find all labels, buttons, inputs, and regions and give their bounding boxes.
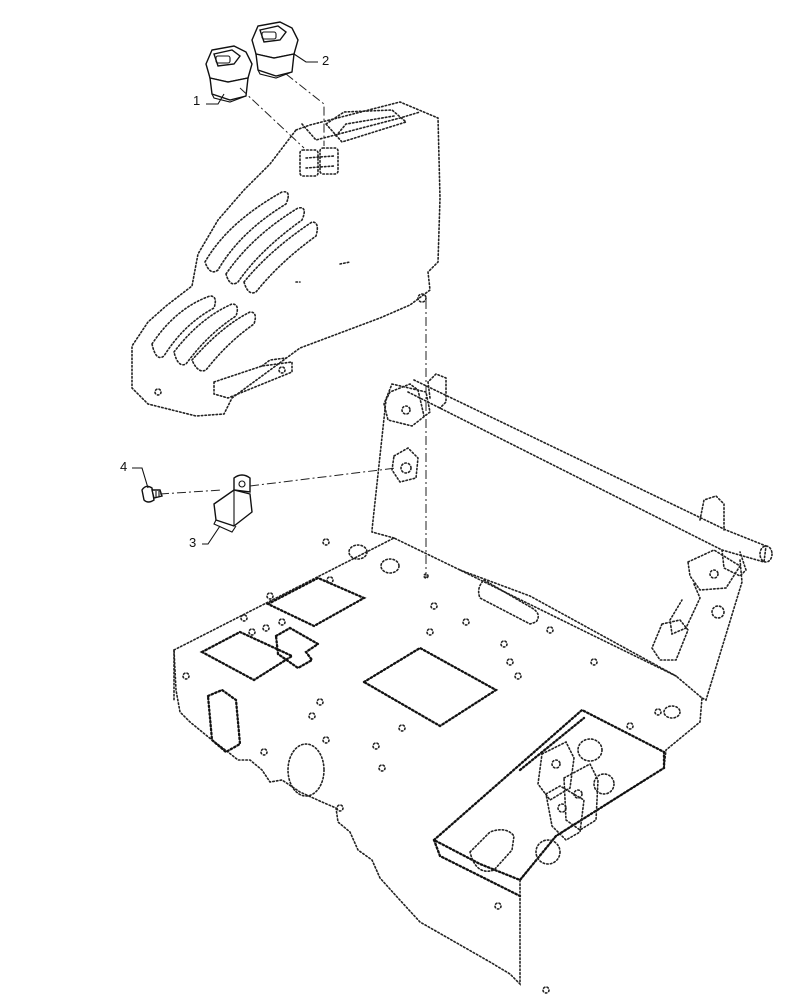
switch-part-2 xyxy=(251,21,299,79)
assembly-lines xyxy=(159,73,429,579)
console-panel xyxy=(131,101,441,417)
callout-1: 1 xyxy=(193,93,201,108)
screw-part-4 xyxy=(141,485,163,503)
callout-2: 2 xyxy=(322,53,330,68)
leader-4 xyxy=(132,467,149,489)
switch-part-1 xyxy=(205,45,253,103)
leader-2 xyxy=(293,53,318,63)
callout-4: 4 xyxy=(120,459,128,474)
callout-3: 3 xyxy=(189,535,197,550)
sensor-part-3 xyxy=(213,474,253,533)
leader-1 xyxy=(206,93,225,105)
main-frame xyxy=(173,373,773,994)
leader-3 xyxy=(202,525,221,545)
